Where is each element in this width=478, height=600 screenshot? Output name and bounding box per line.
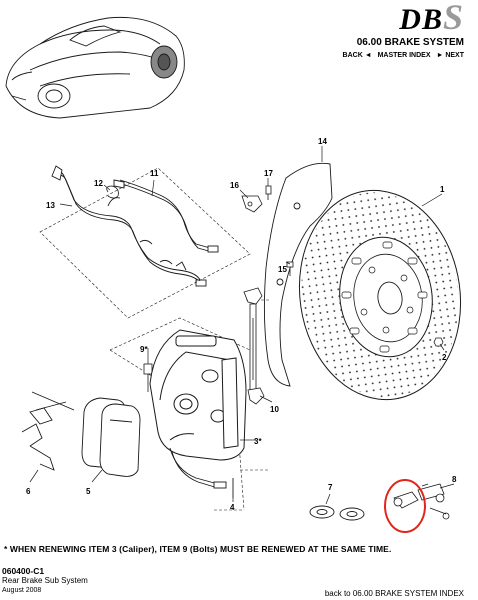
leader-lines <box>29 146 455 505</box>
callout-17: 17 <box>264 169 273 178</box>
next-link[interactable]: ► NEXT <box>436 52 464 59</box>
nut-2 <box>433 337 444 347</box>
callout-14: 14 <box>318 137 327 146</box>
back-to-index-link[interactable]: back to 06.00 BRAKE SYSTEM INDEX <box>324 589 464 598</box>
brake-disc <box>298 189 462 401</box>
callout-10: 10 <box>270 405 279 414</box>
car-thumbnail <box>5 16 185 119</box>
callout-3: 3* <box>254 437 262 446</box>
callout-8: 8 <box>452 475 457 484</box>
callout-5: 5 <box>86 487 91 496</box>
callout-4: 4 <box>230 503 235 512</box>
callout-7: 7 <box>328 483 333 492</box>
callout-2: 2 <box>442 353 447 362</box>
caliper-3 <box>149 329 247 461</box>
highlight-circle <box>384 479 426 533</box>
anti-rattle-clip-6 <box>21 391 75 471</box>
sensor-17 <box>265 185 272 200</box>
reference-code: 060400-C1 <box>2 566 45 576</box>
brand-logo: DBS <box>264 0 464 37</box>
callout-9: 9* <box>140 345 148 354</box>
bracket-16 <box>241 195 263 213</box>
callout-12: 12 <box>94 179 103 188</box>
wear-sensor-harness <box>51 165 219 287</box>
clip-12 <box>106 185 119 199</box>
guide-pin-10 <box>243 287 265 405</box>
callout-6: 6 <box>26 487 31 496</box>
callout-13: 13 <box>46 201 55 210</box>
subsystem-title: Rear Brake Sub System <box>2 576 88 585</box>
bleed-valve-8 <box>393 483 450 520</box>
section-title: 06.00 BRAKE SYSTEM <box>356 37 464 48</box>
header: DBS 06.00 BRAKE SYSTEM BACK ◄ MASTER IND… <box>264 0 464 59</box>
callout-1: 1 <box>440 185 445 194</box>
bolt-15 <box>286 261 294 276</box>
callout-15: 15 <box>278 265 287 274</box>
dust-shield <box>263 162 333 387</box>
callout-11: 11 <box>150 169 159 178</box>
washers-7 <box>309 505 365 521</box>
master-index-link[interactable]: MASTER INDEX <box>377 52 431 59</box>
brake-pads-5 <box>81 397 141 477</box>
nav-bar: BACK ◄ MASTER INDEX ► NEXT <box>264 52 464 59</box>
callout-numbers: 1 2 3* 4 5 6 7 8 9* 10 11 12 13 14 15 16… <box>26 137 457 512</box>
back-link[interactable]: BACK ◄ <box>342 52 372 59</box>
renewal-note: * WHEN RENEWING ITEM 3 (Caliper), ITEM 9… <box>4 544 392 554</box>
brand-s: S <box>442 0 464 37</box>
publication-date: August 2008 <box>2 587 42 594</box>
brand-main: DB <box>399 3 443 36</box>
guide-lines <box>39 167 270 511</box>
callout-16: 16 <box>230 181 239 190</box>
brake-hose-4 <box>169 447 234 498</box>
footer-info: 060400-C1 Rear Brake Sub System August 2… <box>2 566 88 596</box>
